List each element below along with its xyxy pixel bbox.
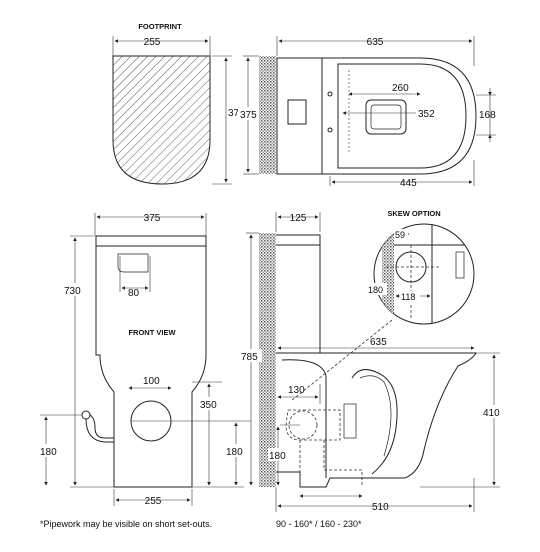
footprint-view: FOOTPRINT 255 370	[112, 22, 249, 185]
front-view-title: FRONT VIEW	[128, 328, 176, 337]
front-width-label: 375	[144, 213, 161, 224]
front-inlet-180-label: 180	[40, 447, 57, 458]
footprint-depth-label: 370	[228, 108, 245, 119]
side-tank	[276, 234, 321, 353]
seat-outline	[337, 63, 467, 169]
side-130-label: 130	[288, 385, 305, 396]
skew-option-title: SKEW OPTION	[387, 209, 440, 218]
top-outline	[276, 57, 477, 175]
pipework-note: *Pipework may be visible on short set-ou…	[40, 519, 212, 529]
front-100-label: 100	[143, 376, 160, 387]
side-635-label: 635	[370, 337, 387, 348]
front-button	[117, 253, 149, 273]
side-wall-hatch	[259, 233, 276, 487]
front-350-label: 350	[200, 400, 217, 411]
top-352-label: 352	[418, 109, 435, 120]
inlet-pipework	[89, 414, 114, 439]
footprint-shape	[112, 55, 211, 185]
top-height-label: 375	[240, 110, 257, 121]
side-view: 125 785 635 130 410	[240, 212, 504, 513]
front-height-label: 730	[64, 286, 81, 297]
front-base-label: 255	[145, 496, 162, 507]
front-body-outline	[95, 245, 207, 488]
top-260-label: 260	[392, 83, 409, 94]
front-80-label: 80	[128, 288, 140, 299]
skew-option-detail: SKEW OPTION 59 180 118	[367, 209, 475, 325]
top-445-label: 445	[400, 178, 417, 189]
skew-180-label: 180	[368, 285, 383, 295]
side-bowl-outline	[276, 352, 477, 488]
footprint-title: FOOTPRINT	[138, 22, 182, 31]
side-510-label: 510	[372, 502, 389, 513]
setout-range-label: 90 - 160* / 160 - 230*	[276, 519, 362, 529]
top-view: 635 375 260 352 168 445	[238, 36, 496, 189]
top-168-label: 168	[479, 110, 496, 121]
front-180-label: 180	[226, 447, 243, 458]
side-410-label: 410	[483, 408, 500, 419]
pan-collar-dashed	[285, 409, 341, 441]
skew-118-label: 118	[401, 292, 415, 302]
skew-59-label: 59	[395, 230, 405, 240]
footprint-width-label: 255	[144, 37, 161, 48]
top-wall-hatch	[259, 56, 276, 174]
front-view: 375 80 FRONT VIEW 100 730 180 350	[38, 213, 251, 507]
flush-button	[287, 99, 307, 125]
side-125-label: 125	[290, 213, 307, 224]
side-785-label: 785	[241, 352, 258, 363]
top-length-label: 635	[367, 37, 384, 48]
side-180-label: 180	[269, 451, 286, 462]
bowl-opening	[365, 99, 407, 135]
